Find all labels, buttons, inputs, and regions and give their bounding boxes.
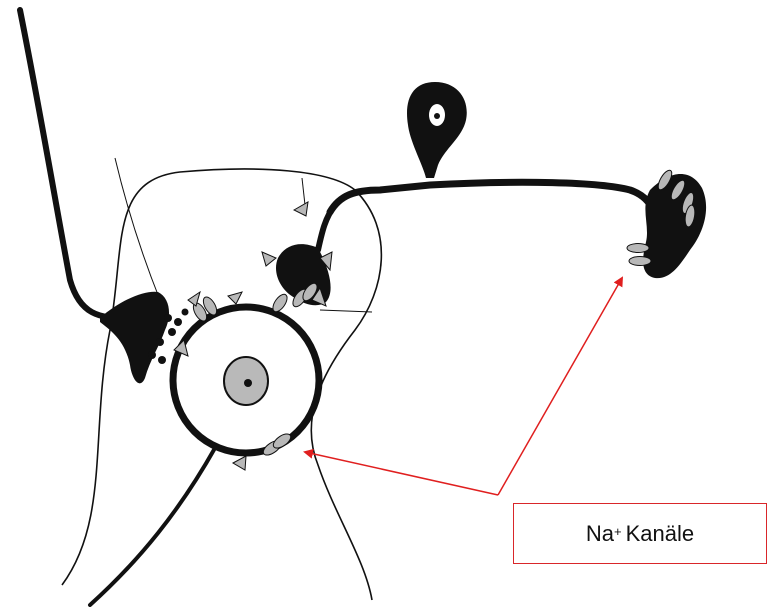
- arrow-to-right-terminal: [498, 278, 622, 495]
- vesicle: [164, 314, 172, 322]
- axon-bottom: [90, 448, 215, 605]
- vesicle: [148, 351, 156, 359]
- vesicle: [174, 318, 182, 326]
- thin-fiber-top: [302, 178, 305, 205]
- axon-horizontal: [330, 182, 655, 215]
- synaptic-terminal-left: [100, 292, 169, 384]
- label-text-after: Kanäle: [626, 521, 695, 547]
- upper-soma: [407, 82, 467, 178]
- vesicle: [168, 328, 176, 336]
- na-channels-label: Na+ Kanäle: [513, 503, 767, 564]
- vesicle: [156, 338, 164, 346]
- thin-fiber-right: [320, 310, 372, 312]
- vesicle: [158, 356, 166, 364]
- nucleolus: [244, 379, 252, 387]
- axon-branch-down: [318, 205, 335, 250]
- axon-left: [20, 10, 125, 318]
- label-superscript: +: [614, 524, 622, 539]
- vesicle: [182, 309, 189, 316]
- arrow-to-cell-body: [305, 452, 498, 495]
- label-text: Na: [586, 521, 614, 547]
- upper-nucleolus: [434, 113, 440, 119]
